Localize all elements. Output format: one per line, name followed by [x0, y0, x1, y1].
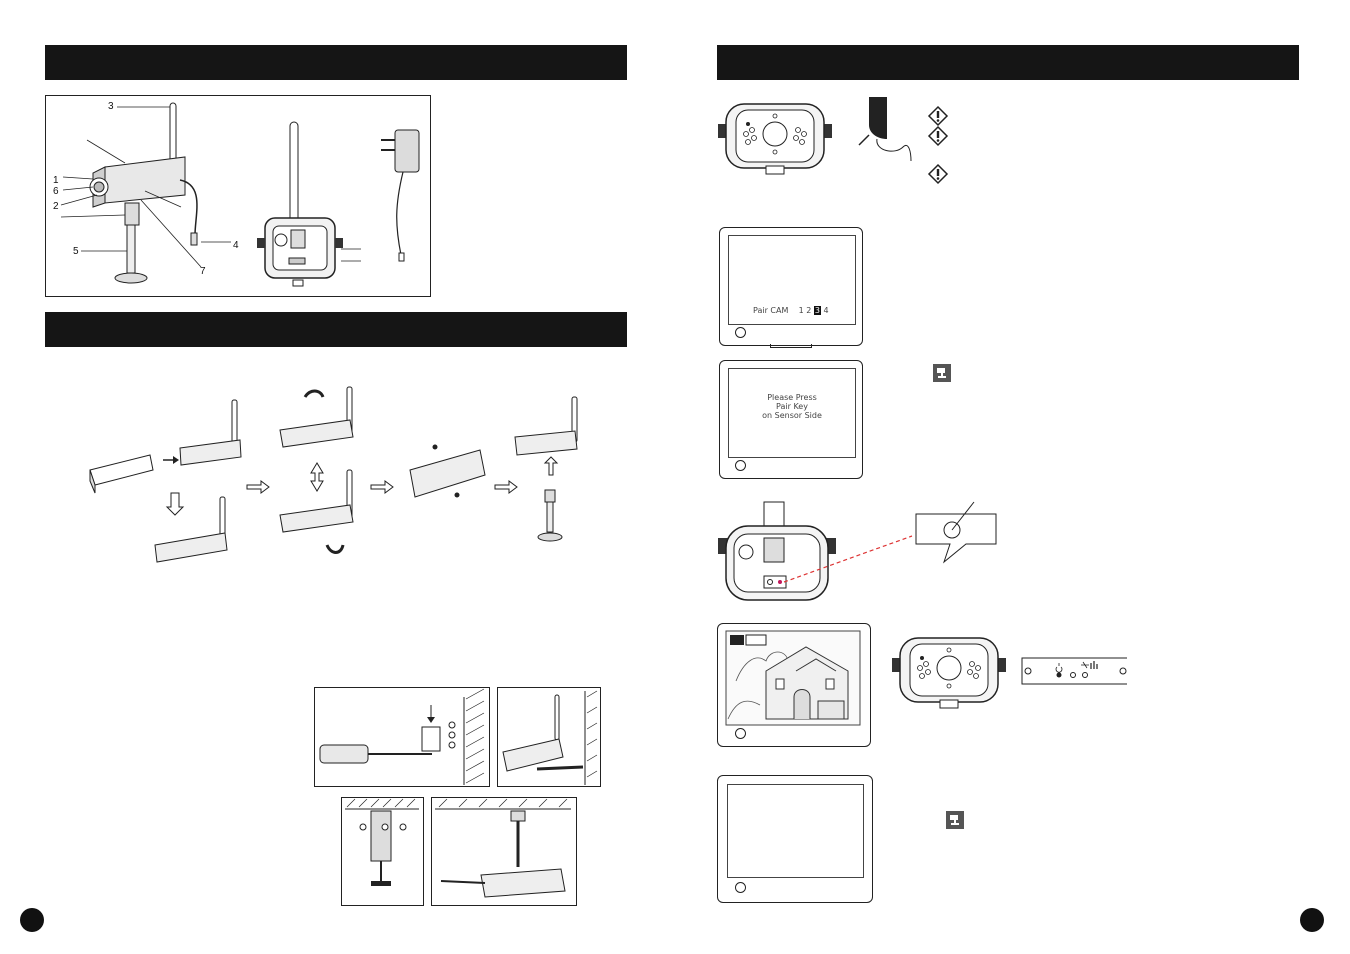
ceiling-mounted-camera-illustration [435, 798, 571, 898]
warning-exclamation-icon [927, 163, 949, 185]
callout-5: 5 [73, 246, 79, 257]
camera-rear-view-illustration [257, 121, 361, 287]
pair-cam-menu: Pair CAM 1 2 3 4 [753, 306, 853, 315]
monitor-blank [717, 775, 873, 903]
power-icon [735, 460, 746, 471]
pair-menu-icon [946, 811, 964, 829]
wall-mount-screw-figure [314, 687, 490, 787]
message-line-1: Please Press [767, 393, 817, 402]
callout-2: 2 [53, 201, 59, 212]
callout-6: 6 [53, 186, 59, 197]
section-header-bar-pairing [717, 45, 1299, 80]
page-number-left [20, 908, 44, 932]
assembly-sequence-illustration [89, 386, 578, 563]
channel-1: 1 [798, 306, 804, 315]
page-number-right [1300, 908, 1324, 932]
monitor-screen: Please Press Pair Key on Sensor Side [728, 368, 856, 458]
adapter-plug-illustration [858, 97, 912, 162]
section-header-bar-installation [45, 312, 627, 347]
message-line-3: on Sensor Side [762, 411, 822, 420]
wall-mount-screw-illustration [319, 688, 485, 785]
callout-4: 4 [233, 240, 239, 251]
monitor-live-view [717, 623, 871, 747]
monitor-screen: Pair CAM 1 2 3 4 [728, 235, 856, 325]
camera-rear-pair-key-illustration [718, 501, 997, 601]
monitor-stand [770, 344, 812, 348]
camera-front-view-illustration [892, 637, 1006, 709]
callout-3: 3 [108, 101, 114, 112]
monitor-press-pair: Please Press Pair Key on Sensor Side [719, 360, 863, 479]
power-icon [735, 728, 746, 739]
monitor-pair-cam: Pair CAM 1 2 3 4 [719, 227, 863, 348]
pair-menu-icon [933, 364, 951, 382]
pair-cam-label: Pair CAM [753, 306, 789, 315]
monitor-status-led-panel [1021, 657, 1127, 685]
power-adapter-illustration [381, 129, 420, 262]
power-icon [735, 882, 746, 893]
wall-mounted-camera-illustration [502, 690, 598, 785]
callout-1: 1 [53, 175, 59, 186]
house-live-image [725, 630, 861, 726]
camera-front-view-illustration [718, 103, 832, 175]
message-line-2: Pair Key [776, 402, 808, 411]
callout-7: 7 [200, 266, 206, 277]
wall-mounted-camera-figure [497, 687, 601, 787]
power-icon [735, 327, 746, 338]
warning-exclamation-icon [927, 125, 949, 147]
section-header-bar-parts [45, 45, 627, 80]
press-pair-message: Please Press Pair Key on Sensor Side [729, 393, 855, 420]
warning-exclamation-icon [927, 105, 949, 127]
camera-side-view-illustration [60, 102, 231, 284]
channel-3-selected: 3 [813, 306, 821, 315]
channel-2: 2 [806, 306, 812, 315]
ceiling-mount-screw-illustration [345, 798, 419, 886]
channel-4: 4 [823, 306, 829, 315]
monitor-screen [727, 784, 864, 878]
